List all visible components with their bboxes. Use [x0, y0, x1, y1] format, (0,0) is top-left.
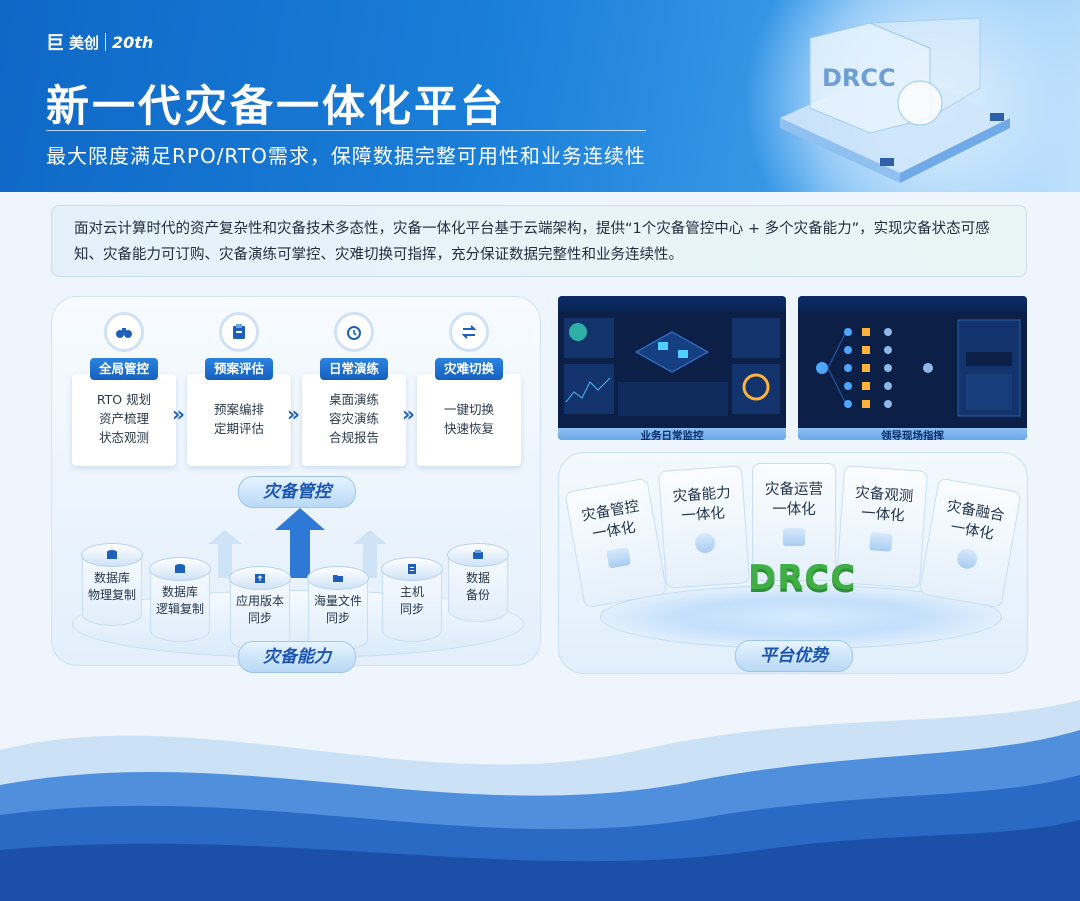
drcc-hero-illustration: DRCC	[780, 17, 1010, 183]
mgmt-card-global-control: 全局管控 RTO 规划 资产梳理 状态观测	[72, 312, 176, 466]
capability-label: 逻辑复制	[155, 602, 204, 616]
capability-db-logical: 数据库 逻辑复制	[148, 557, 212, 642]
mgmt-card-title: 全局管控	[90, 358, 158, 380]
capability-label: 数据库	[161, 585, 198, 599]
document-icon	[381, 557, 443, 581]
backup-icon	[447, 543, 509, 567]
advantage-operation-integration: 灾备运营 一体化	[752, 463, 836, 581]
title-divider	[46, 130, 646, 131]
capability-label: 海量文件	[313, 594, 362, 608]
command-dashboard-preview	[798, 312, 1027, 424]
trend-icon	[783, 528, 805, 546]
advantage-label: 灾备运营	[765, 482, 823, 498]
mgmt-item: 快速恢复	[443, 421, 494, 436]
mgmt-card-plan-eval: 预案评估 预案编排 定期评估	[187, 312, 291, 466]
mgmt-card-disaster-switch: 灾难切换 一键切换 快速恢复	[417, 312, 521, 466]
shield-icon	[869, 532, 893, 552]
capability-file-sync: 海量文件 同步	[306, 566, 370, 651]
mgmt-item: 状态观测	[98, 430, 149, 445]
circle-icon	[955, 547, 979, 571]
decorative-waves	[0, 700, 1080, 901]
mgmt-item: RTO 规划	[96, 392, 152, 407]
chevron-right-icon: »	[287, 402, 300, 426]
mgmt-card-daily-drill: 日常演练 桌面演练 容灾演练 合规报告	[302, 312, 406, 466]
logo-divider	[105, 33, 107, 51]
screen-leader-command: 领导现场指挥	[798, 296, 1027, 440]
chevron-right-icon: »	[402, 402, 415, 426]
screen-daily-monitoring: 业务日常监控	[558, 296, 786, 440]
logo-name: 美创	[69, 33, 100, 52]
monitoring-dashboard-preview	[558, 312, 786, 424]
capability-data-backup: 数据 备份	[446, 543, 510, 622]
gear-icon	[694, 532, 716, 554]
section-label-management: 灾备管控	[238, 476, 356, 508]
chart-icon	[606, 546, 632, 569]
intro-box: 面对云计算时代的资产复杂性和灾备技术多态性，灾备一体化平台基于云端架构，提供“1…	[51, 205, 1027, 277]
alarm-clock-icon	[334, 312, 374, 352]
capability-label: 同步	[325, 611, 350, 625]
mgmt-card-title: 预案评估	[205, 358, 273, 380]
screen-caption: 业务日常监控	[558, 428, 786, 440]
mgmt-card-body: 桌面演练 容灾演练 合规报告	[302, 374, 406, 466]
up-arrows-icon	[208, 508, 387, 578]
mgmt-card-body: 预案编排 定期评估	[187, 374, 291, 466]
capability-label: 同步	[399, 602, 424, 616]
mgmt-card-body: 一键切换 快速恢复	[417, 374, 521, 466]
database-icon	[149, 557, 211, 581]
section-label-capabilities: 灾备能力	[238, 641, 356, 673]
folder-icon	[307, 566, 369, 590]
advantage-label: 一体化	[772, 502, 816, 518]
capability-label: 数据库	[93, 571, 130, 585]
capability-label: 同步	[247, 611, 272, 625]
switch-icon	[449, 312, 489, 352]
section-label-advantages: 平台优势	[735, 640, 853, 672]
page-title: 新一代灾备一体化平台	[46, 82, 506, 132]
mgmt-item: 一键切换	[443, 402, 494, 417]
mgmt-item: 预案编排	[213, 402, 264, 417]
screen-caption: 领导现场指挥	[798, 428, 1027, 440]
database-icon	[81, 543, 143, 567]
upload-icon	[229, 566, 291, 590]
anniversary-badge: 20th	[112, 32, 154, 52]
hero-drcc-label: DRCC	[822, 64, 896, 92]
capability-label: 数据	[465, 571, 490, 585]
mgmt-card-body: RTO 规划 资产梳理 状态观测	[72, 374, 176, 466]
capability-label: 主机	[399, 585, 424, 599]
brand-logo: 巨 美创 20th	[46, 30, 154, 55]
advantage-capability-integration: 灾备能力 一体化	[657, 465, 751, 589]
mgmt-item: 合规报告	[328, 430, 379, 445]
chevron-right-icon: »	[172, 402, 185, 426]
capability-label: 应用版本	[235, 594, 284, 608]
logo-mark: 巨	[46, 33, 64, 54]
capability-label: 备份	[465, 588, 490, 602]
mgmt-card-title: 日常演练	[320, 358, 388, 380]
clipboard-icon	[219, 312, 259, 352]
mgmt-item: 桌面演练	[328, 392, 379, 407]
mgmt-card-title: 灾难切换	[435, 358, 503, 380]
capability-app-sync: 应用版本 同步	[228, 566, 292, 651]
binoculars-icon	[104, 312, 144, 352]
mgmt-item: 资产梳理	[98, 411, 149, 426]
mgmt-item: 容灾演练	[328, 411, 379, 426]
intro-text: 面对云计算时代的资产复杂性和灾备技术多态性，灾备一体化平台基于云端架构，提供“1…	[74, 221, 990, 263]
drcc-center-label: DRCC	[748, 558, 857, 598]
page-subtitle: 最大限度满足RPO/RTO需求，保障数据完整可用性和业务连续性	[46, 144, 646, 168]
capability-host-sync: 主机 同步	[380, 557, 444, 642]
mgmt-item: 定期评估	[213, 421, 264, 436]
capability-label: 物理复制	[87, 588, 136, 602]
capability-db-physical: 数据库 物理复制	[80, 543, 144, 626]
